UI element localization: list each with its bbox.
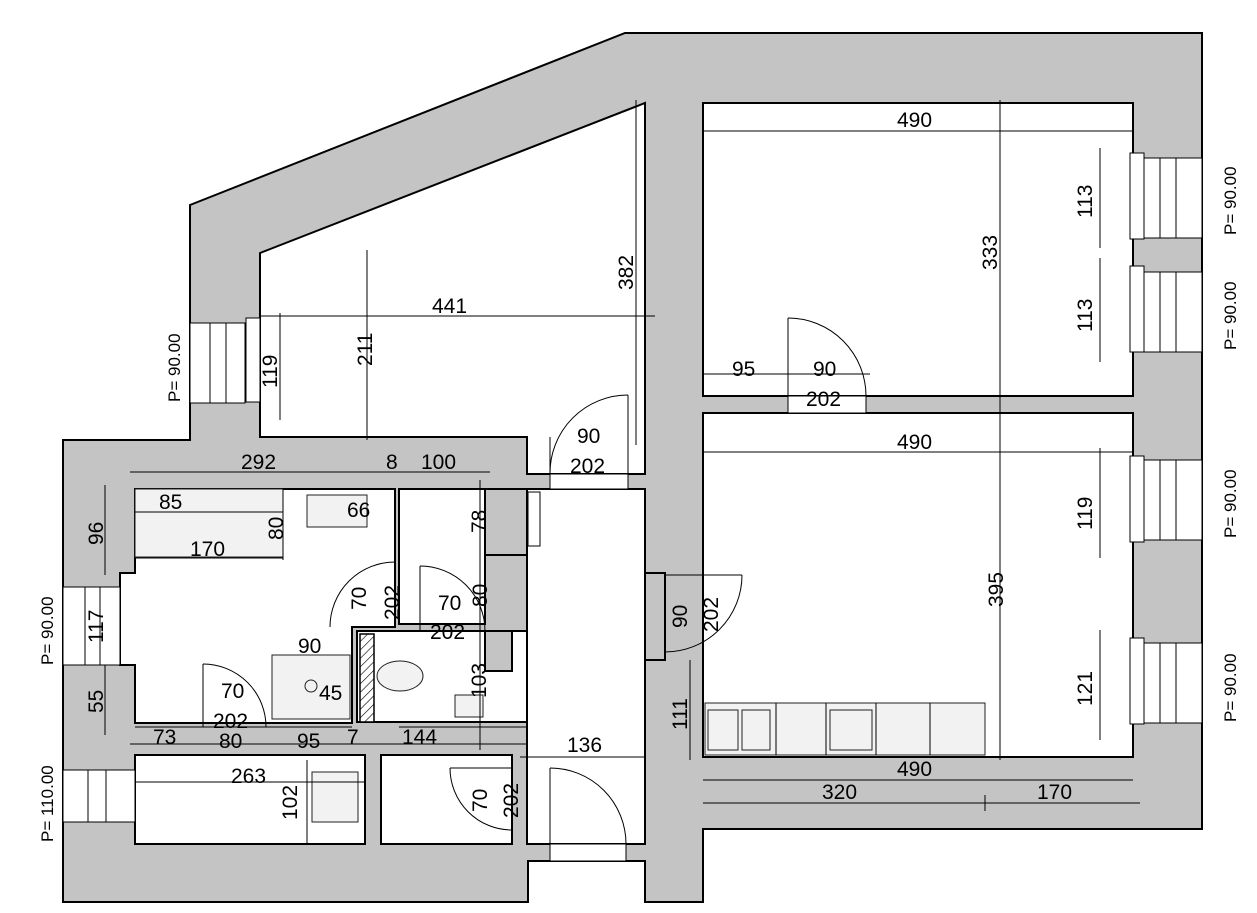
dim-117: 117 xyxy=(85,610,108,643)
wc-cistern xyxy=(359,633,375,723)
kitchen-counter xyxy=(704,702,986,756)
dim-263: 263 xyxy=(231,765,266,788)
window-west-middle xyxy=(62,586,121,666)
dim-85: 85 xyxy=(159,491,182,514)
bathroom-drain xyxy=(304,679,318,693)
door-closet xyxy=(419,565,486,632)
parapet-left-upper: P= 90.00 xyxy=(165,333,184,402)
dim-78: 78 xyxy=(468,510,491,533)
door-southeast xyxy=(664,574,743,653)
dim-95-bottom: 95 xyxy=(297,730,320,753)
dim-202-ne: 202 xyxy=(806,388,841,411)
dim-73: 73 xyxy=(153,726,176,749)
parapet-right-4: P= 90.00 xyxy=(1221,653,1240,722)
radiator-east-4 xyxy=(1129,637,1145,725)
dim-80-bath: 80 xyxy=(265,517,288,540)
radiator-closet xyxy=(527,491,541,547)
door-bath-lower xyxy=(202,663,267,728)
radiator-west xyxy=(245,317,261,403)
dim-80-bottom: 80 xyxy=(219,730,242,753)
door-bottom-middle xyxy=(449,767,513,831)
door-northeast xyxy=(787,317,867,414)
wall-opening-hall xyxy=(644,572,666,661)
window-west-upper xyxy=(189,322,246,404)
parapet-left-middle: P= 90.00 xyxy=(38,596,57,665)
dim-441: 441 xyxy=(432,295,467,318)
room-hallway xyxy=(526,488,646,845)
dim-320: 320 xyxy=(822,781,857,804)
dim-395: 395 xyxy=(985,572,1008,607)
dim-111: 111 xyxy=(669,698,692,730)
dim-90-ne: 90 xyxy=(813,358,836,381)
dim-490-se-top: 490 xyxy=(897,431,932,454)
dim-333: 333 xyxy=(979,235,1002,270)
bath-tub-edge xyxy=(134,488,284,558)
dim-70-closet: 70 xyxy=(438,592,461,615)
dim-45: 45 xyxy=(319,682,342,705)
dim-90-se-door: 90 xyxy=(669,605,692,628)
dim-211: 211 xyxy=(354,333,377,366)
dim-119-west: 119 xyxy=(259,355,282,388)
window-west-lower xyxy=(62,769,136,823)
dim-170-bath: 170 xyxy=(190,538,225,561)
wall-stub-closet xyxy=(484,488,528,556)
dim-292: 292 xyxy=(241,451,276,474)
dim-202-bath-door: 202 xyxy=(381,585,404,620)
dim-70-bath-door: 70 xyxy=(348,587,371,610)
dim-119-se: 119 xyxy=(1074,497,1097,530)
radiator-east-2 xyxy=(1129,265,1145,353)
dim-90-living-door: 90 xyxy=(577,425,600,448)
dim-490-ne: 490 xyxy=(897,109,932,132)
dim-113-a: 113 xyxy=(1074,185,1097,218)
dim-8: 8 xyxy=(386,451,398,474)
dimension-lines xyxy=(104,100,1140,844)
dim-90-bath: 90 xyxy=(298,635,321,658)
dim-95-ne: 95 xyxy=(732,358,755,381)
dim-170-se: 170 xyxy=(1037,781,1072,804)
wc-sink xyxy=(454,694,484,718)
dim-113-b: 113 xyxy=(1074,299,1097,332)
parapet-left-lower: P= 110.00 xyxy=(38,765,57,842)
bottom-left-sink xyxy=(311,771,359,823)
dim-382: 382 xyxy=(615,255,638,290)
dim-490-se-bottom: 490 xyxy=(897,758,932,781)
dim-136: 136 xyxy=(567,734,602,757)
wc-toilet xyxy=(376,660,424,692)
dim-202-bottom: 202 xyxy=(500,783,523,818)
radiator-east-3 xyxy=(1129,455,1145,543)
radiator-east-1 xyxy=(1129,152,1145,240)
dim-202-bath-lower: 202 xyxy=(213,710,248,733)
parapet-right-3: P= 90.00 xyxy=(1221,469,1240,538)
dim-202-se-door: 202 xyxy=(700,597,723,632)
wall-stub-wc xyxy=(484,630,513,672)
door-living xyxy=(549,394,629,490)
dim-144: 144 xyxy=(402,726,437,749)
dim-7: 7 xyxy=(347,726,359,749)
dim-102: 102 xyxy=(279,785,302,820)
parapet-right-2: P= 90.00 xyxy=(1221,281,1240,350)
door-bathroom xyxy=(329,561,396,628)
parapet-right-1: P= 90.00 xyxy=(1221,166,1240,235)
dim-66: 66 xyxy=(347,499,370,522)
dim-103: 103 xyxy=(468,663,491,698)
bathroom-sink xyxy=(306,494,368,528)
dim-55: 55 xyxy=(85,690,108,713)
dim-70-bath-lower: 70 xyxy=(221,680,244,703)
room-bottom-middle xyxy=(380,754,513,845)
dim-70-bottom: 70 xyxy=(469,789,492,812)
door-entrance xyxy=(549,767,627,862)
dim-80-closet: 80 xyxy=(469,584,492,607)
room-northeast xyxy=(702,102,1134,397)
dim-202-closet: 202 xyxy=(430,621,465,644)
dim-121-se: 121 xyxy=(1074,671,1097,706)
room-living-northwest xyxy=(259,101,646,475)
dim-202-living-door: 202 xyxy=(570,455,605,478)
dim-96: 96 xyxy=(85,522,108,545)
dim-100: 100 xyxy=(421,451,456,474)
